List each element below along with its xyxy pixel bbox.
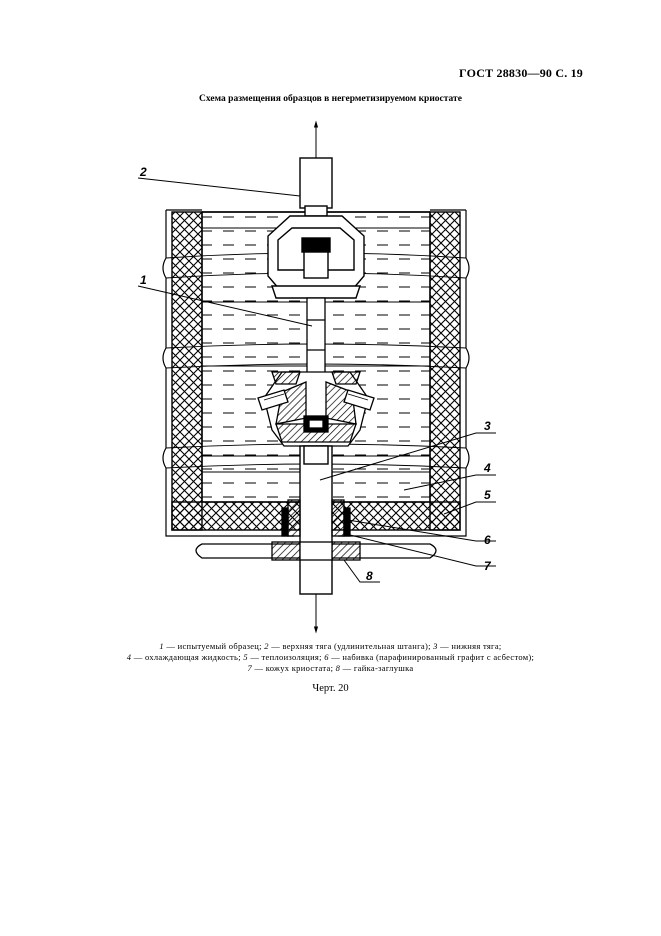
callout-6: 6	[484, 533, 491, 547]
cryostat-casing	[162, 209, 470, 537]
bottom-flange	[195, 541, 437, 561]
figure-number: Черт. 20	[312, 683, 349, 694]
leader-5	[443, 501, 496, 515]
lower-rod	[299, 445, 333, 595]
thermal-insulation	[171, 211, 461, 531]
legend-line-1: 1 — испытуемый образец; 2 — верхняя тяга…	[159, 641, 502, 651]
callout-2: 2	[139, 165, 147, 179]
leader-4	[403, 474, 496, 491]
callout-4: 4	[483, 461, 491, 475]
figure-title: Схема размещения образцов в негерметизир…	[199, 94, 462, 104]
leader-6	[347, 519, 496, 542]
page-header: ГОСТ 28830—90 С. 19	[459, 66, 583, 80]
upper-rod	[299, 157, 333, 217]
specimen	[306, 297, 326, 379]
lower-grip	[257, 371, 375, 447]
leader-7	[345, 533, 496, 567]
figure-legend: 1 — испытуемый образец; 2 — верхняя тяга…	[60, 641, 601, 674]
callout-7: 7	[484, 559, 492, 573]
callout-5: 5	[484, 488, 491, 502]
leader-2	[137, 177, 301, 197]
callout-3: 3	[484, 419, 491, 433]
upper-grip	[267, 215, 365, 299]
leader-3	[319, 432, 496, 481]
legend-line-2: 4 — охлаждающая жидкость; 5 — теплоизоля…	[126, 652, 535, 662]
legend-line-3: 7 — кожух криостата; 8 — гайка-заглушка	[247, 663, 414, 673]
callout-8: 8	[366, 569, 373, 583]
packing-and-nut	[281, 499, 351, 537]
leader-1	[137, 285, 313, 327]
callout-1: 1	[140, 273, 147, 287]
leader-8	[343, 559, 380, 583]
